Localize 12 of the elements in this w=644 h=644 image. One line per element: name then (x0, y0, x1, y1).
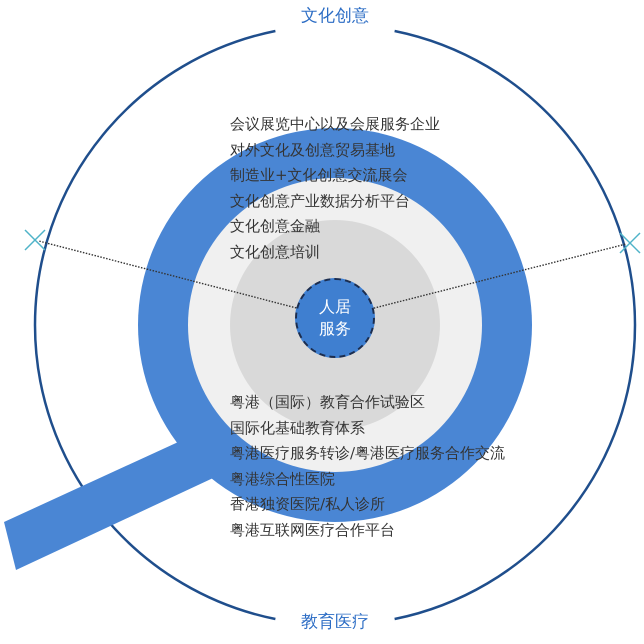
list-item-text: 粤港综合性医院 (230, 470, 335, 488)
list-item-text: 文化创意金融 (230, 217, 320, 235)
list-item-text: 粤港互联网医疗合作平台 (230, 520, 395, 538)
list-item-text: 对外文化及创意贸易基地 (230, 140, 395, 158)
list-item-text: 粤港（国际）教育合作试验区 (230, 393, 425, 411)
list-item-text: 国际化基础教育体系 (230, 418, 365, 436)
dotted-line (38, 240, 296, 309)
list-item-text: 会议展览中心以及会展服务企业 (230, 115, 440, 133)
list-item-text: 文化创意培训 (230, 242, 320, 260)
cross-mark (23, 228, 47, 252)
dotted-line (374, 243, 627, 309)
cross-mark (618, 231, 642, 255)
